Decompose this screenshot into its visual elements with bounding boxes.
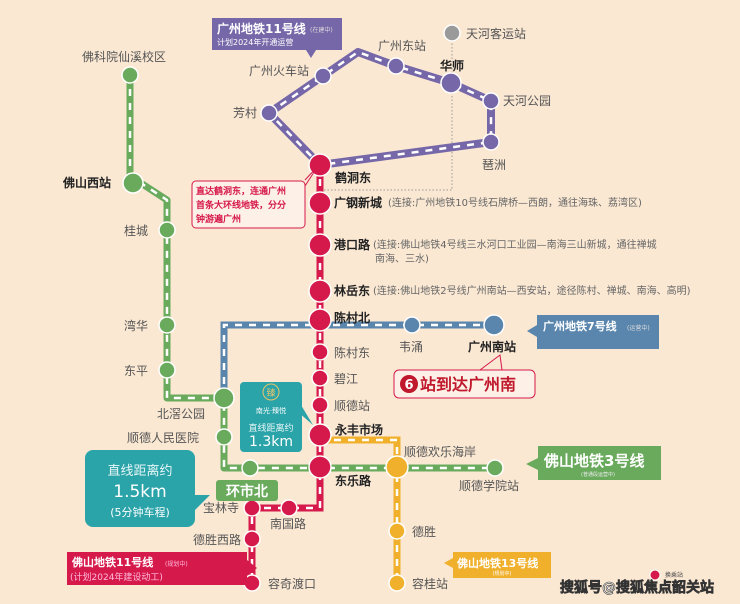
station-weiyong: 韦涌	[399, 340, 423, 354]
huanshibei-badge	[216, 480, 278, 501]
station-gz-train: 广州火车站	[249, 63, 309, 78]
station-guanggang: 广钢新城	[334, 195, 382, 210]
station-rongqi: 容奇渡口	[268, 576, 316, 591]
label-fs13: 佛山地铁13号线 (规划中)	[444, 552, 551, 578]
svg-text:佛山地铁3号线: 佛山地铁3号线	[543, 452, 644, 470]
svg-text:佛山地铁11号线: 佛山地铁11号线	[71, 555, 153, 569]
svg-text:直线距离约: 直线距离约	[107, 463, 172, 479]
svg-text:(规划中): (规划中)	[493, 570, 512, 577]
callout-hedong: 直达鹤洞东，连通广州 首条大环线地铁，分分 钟游遍广州	[191, 165, 319, 229]
svg-text:换乘站: 换乘站	[665, 571, 683, 579]
label-gz11: 广州地铁11号线 (在建中) 计划2024年开通运营	[212, 18, 342, 58]
station-foke: 佛科院仙溪校区	[82, 49, 166, 64]
station-huanshibei: 环市北	[226, 483, 268, 500]
svg-text:直达鹤洞东，连通广州: 直达鹤洞东，连通广州	[196, 185, 286, 197]
station-desheng: 德胜	[412, 524, 436, 539]
station-guicheng: 桂城	[124, 223, 148, 238]
station-tianhe-bus: 天河客运站	[466, 26, 526, 41]
svg-text:南光·臻悦: 南光·臻悦	[256, 406, 286, 415]
svg-text:广州地铁7号线: 广州地铁7号线	[543, 319, 617, 333]
svg-text:(在建中): (在建中)	[310, 26, 333, 34]
station-baolinsi: 宝林寺	[203, 501, 239, 515]
station-markers	[121, 24, 505, 592]
svg-text:计划2024年开通运营: 计划2024年开通运营	[217, 37, 293, 47]
station-nanguolu: 南国路	[270, 516, 306, 531]
svg-text:广州地铁11号线: 广州地铁11号线	[217, 21, 306, 36]
station-foshan-west: 佛山西站	[62, 175, 111, 190]
station-bijiang: 碧江	[334, 372, 358, 386]
station-shunde: 顺德站	[334, 398, 370, 413]
svg-text:钟游遍广州: 钟游遍广州	[196, 213, 241, 225]
station-hedongdong: 鹤洞东	[335, 170, 371, 185]
svg-text:臻: 臻	[266, 387, 275, 399]
callout-project-1-3km: 臻 南光·臻悦 直线距离约 1.3km	[240, 382, 313, 452]
svg-text:(5分钟车程): (5分钟车程)	[110, 505, 170, 519]
transfer-icon	[649, 569, 661, 581]
station-huashi: 华师	[440, 58, 464, 73]
svg-text:(计划2024年建设动工): (计划2024年建设动工)	[70, 571, 163, 583]
note-gangkou-1: (连接:佛山地铁4号线三水河口工业园—南海三山新城，通往禅城	[373, 238, 657, 251]
watermark: 搜狐号@搜狐焦点韶关站	[560, 579, 714, 596]
station-tianhe-park: 天河公园	[503, 94, 551, 108]
project-logo	[262, 383, 280, 401]
station-chencunbei: 陈村北	[334, 310, 370, 325]
svg-text:站到达广州南: 站到达广州南	[420, 375, 516, 394]
station-deshengxilu: 德胜西路	[193, 532, 241, 547]
station-pazhou: 琶洲	[482, 158, 506, 172]
svg-text:6: 6	[404, 378, 413, 393]
svg-text:(规划中): (规划中)	[165, 560, 188, 568]
label-gz7: 广州地铁7号线 (运营中)	[527, 315, 659, 349]
station-gz-south: 广州南站	[468, 339, 516, 354]
station-dongping: 东平	[124, 364, 148, 378]
station-yongfeng: 永丰市场	[334, 422, 383, 437]
station-linyuedong: 林岳东	[334, 283, 370, 298]
station-donglelu: 东乐路	[335, 473, 372, 488]
station-beijiao-park: 北滘公园	[157, 407, 205, 421]
label-fs3: 佛山地铁3号线 (普通段运营中)	[526, 446, 661, 480]
svg-text:1.3km: 1.3km	[249, 434, 293, 450]
note-linyuedong: (连接:佛山地铁2号线广州南站—西安站，途径陈村、禅城、南海、高明)	[373, 284, 691, 297]
legend-transfer: 换乘站	[649, 569, 683, 581]
svg-text:首条大环线地铁，分分: 首条大环线地铁，分分	[196, 199, 286, 211]
note-gangkou-2: 南海、三水)	[375, 252, 429, 265]
station-ronggui: 容桂站	[412, 576, 448, 591]
svg-text:(运营中): (运营中)	[627, 324, 650, 332]
station-chencundong: 陈村东	[334, 345, 370, 360]
svg-text:佛山地铁13号线: 佛山地铁13号线	[456, 556, 538, 570]
callout-six-stations: 6 站到达广州南	[393, 354, 536, 399]
station-wanhua: 湾华	[124, 318, 148, 333]
note-guanggang: (连接:广州地铁10号线石牌桥—西朗，通往海珠、荔湾区)	[388, 196, 642, 209]
station-gz-east: 广州东站	[378, 39, 426, 53]
callout-1-5km: 直线距离约 1.5km (5分钟车程)	[85, 450, 210, 527]
station-shunde-college: 顺德学院站	[459, 478, 519, 493]
station-gangkou: 港口路	[334, 237, 371, 252]
station-fangcun: 芳村	[233, 106, 257, 120]
station-shunde-hospital: 顺德人民医院	[127, 430, 199, 445]
svg-text:直线距离约: 直线距离约	[248, 422, 293, 434]
label-fs11: 佛山地铁11号线 (规划中) (计划2024年建设动工)	[67, 552, 257, 585]
svg-text:1.5km: 1.5km	[113, 482, 166, 502]
svg-text:(普通段运营中): (普通段运营中)	[581, 471, 615, 478]
station-labels: 芳村 广州火车站 广州东站 华师 天河公园 琶洲 天河客运站 鹤洞东 广钢新城 …	[62, 26, 691, 591]
station-shunde-happy: 顺德欢乐海岸	[404, 444, 476, 459]
